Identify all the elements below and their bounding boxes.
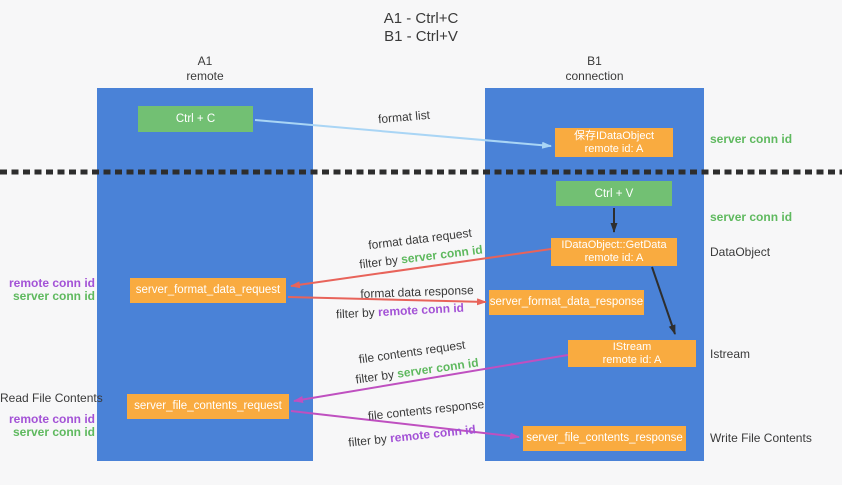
server-file-contents-response-label: server_file_contents_response <box>526 432 683 444</box>
lane-a1-role: remote <box>186 69 224 83</box>
istream-line2: remote id: A <box>602 353 662 366</box>
server-conn-id-right-top: server conn id <box>710 132 793 146</box>
read-file-contents-label: Read File Contents <box>0 391 103 405</box>
istream-side-label: Istream <box>710 347 751 361</box>
file-response-filter-label: filter by remote conn id <box>348 422 477 449</box>
file-request-conn-ids: remote conn id server conn id <box>0 413 95 439</box>
lane-a1-name: A1 <box>197 54 213 68</box>
server-file-contents-request-label: server_file_contents_request <box>134 400 282 412</box>
server-file-contents-response-node: server_file_contents_response <box>523 426 686 451</box>
filter-by-text: filter by <box>358 252 402 272</box>
filter-by-text: filter by <box>354 366 399 387</box>
idataobject-getdata-node: IDataObject::GetData remote id: A <box>551 238 677 266</box>
server-format-data-request-node: server_format_data_request <box>130 278 286 303</box>
save-idataobject-line1: 保存IDataObject <box>573 129 655 142</box>
diagram-title: A1 - Ctrl+C B1 - Ctrl+V <box>0 10 842 46</box>
write-file-contents-label: Write File Contents <box>710 431 812 445</box>
getdata-line1: IDataObject::GetData <box>561 239 667 251</box>
ctrl-c-label: Ctrl + C <box>175 113 216 125</box>
remote-conn-id-text: remote conn id <box>8 412 95 426</box>
remote-conn-id-text: remote conn id <box>389 422 477 446</box>
filter-by-text: filter by <box>347 431 391 450</box>
diagram-title-line2: B1 - Ctrl+V <box>384 28 458 45</box>
remote-conn-id-text: remote conn id <box>377 300 465 320</box>
lane-b1-role: connection <box>565 69 624 83</box>
ctrl-v-node: Ctrl + V <box>556 181 672 206</box>
lane-header-a1: A1 remote <box>97 54 313 84</box>
dataobject-label: DataObject <box>710 245 771 259</box>
server-format-data-response-node: server_format_data_response <box>489 290 644 315</box>
file-contents-response-label: file contents response <box>367 396 485 424</box>
lane-b1-name: B1 <box>587 54 602 68</box>
server-conn-id-text: server conn id <box>12 425 95 439</box>
diagram-title-line1: A1 - Ctrl+C <box>383 10 459 27</box>
filter-by-text: filter by <box>335 305 379 322</box>
remote-conn-id-text: remote conn id <box>8 276 95 290</box>
format-list-label: format list <box>377 107 431 127</box>
save-idataobject-node: 保存IDataObject remote id: A <box>555 128 673 157</box>
format-data-response-label: format data response <box>360 283 474 301</box>
format-request-conn-ids: remote conn id server conn id <box>0 277 95 303</box>
server-conn-id-right-mid: server conn id <box>710 210 793 224</box>
istream-line1: IStream <box>612 340 652 353</box>
getdata-line2: remote id: A <box>584 252 644 264</box>
lane-header-b1: B1 connection <box>485 54 704 84</box>
format-response-filter-label: filter by remote conn id <box>336 301 465 322</box>
server-format-data-response-label: server_format_data_response <box>489 296 644 308</box>
ctrl-v-label: Ctrl + V <box>594 187 634 200</box>
server-file-contents-request-node: server_file_contents_request <box>127 394 289 419</box>
save-idataobject-line2: remote id: A <box>584 142 644 155</box>
ctrl-c-node: Ctrl + C <box>138 106 253 132</box>
server-conn-id-text: server conn id <box>12 289 95 303</box>
server-format-data-request-label: server_format_data_request <box>135 284 281 296</box>
istream-node: IStream remote id: A <box>568 340 696 367</box>
